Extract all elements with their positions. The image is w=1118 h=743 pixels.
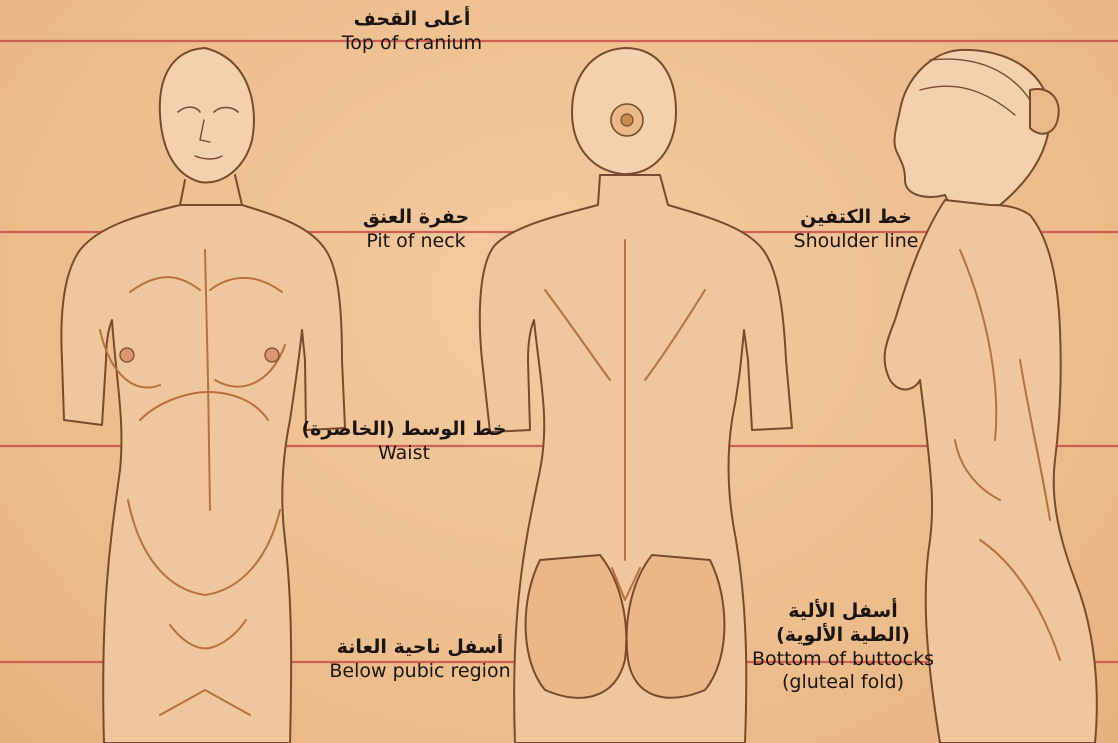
label-pit-of-neck: حفرة العنق Pit of neck <box>363 206 469 254</box>
label-en-line2: (gluteal fold) <box>752 671 934 695</box>
label-en: Pit of neck <box>363 230 469 254</box>
label-en: Shoulder line <box>794 230 919 254</box>
label-ar-line2: (الطية الألوية) <box>752 624 934 648</box>
front-figure <box>61 48 345 743</box>
label-top-of-cranium: أعلى القحف Top of cranium <box>342 8 482 56</box>
label-bottom-of-buttocks: أسفل الألية (الطية الألوية) Bottom of bu… <box>752 600 934 695</box>
label-ar: خط الوسط (الخاصرة) <box>301 418 506 442</box>
label-en: Waist <box>301 442 506 466</box>
label-waist: خط الوسط (الخاصرة) Waist <box>301 418 506 466</box>
label-en: Top of cranium <box>342 32 482 56</box>
label-en-line1: Bottom of buttocks <box>752 648 934 672</box>
label-shoulder-line: خط الكتفين Shoulder line <box>794 206 919 254</box>
label-ar: خط الكتفين <box>794 206 919 230</box>
label-ar: أعلى القحف <box>342 8 482 32</box>
label-below-pubic-region: أسفل ناحية العانة Below pubic region <box>329 636 510 684</box>
label-ar: حفرة العنق <box>363 206 469 230</box>
label-ar-line1: أسفل الألية <box>752 600 934 624</box>
label-en: Below pubic region <box>329 660 510 684</box>
label-ar: أسفل ناحية العانة <box>329 636 510 660</box>
back-figure <box>480 48 792 743</box>
